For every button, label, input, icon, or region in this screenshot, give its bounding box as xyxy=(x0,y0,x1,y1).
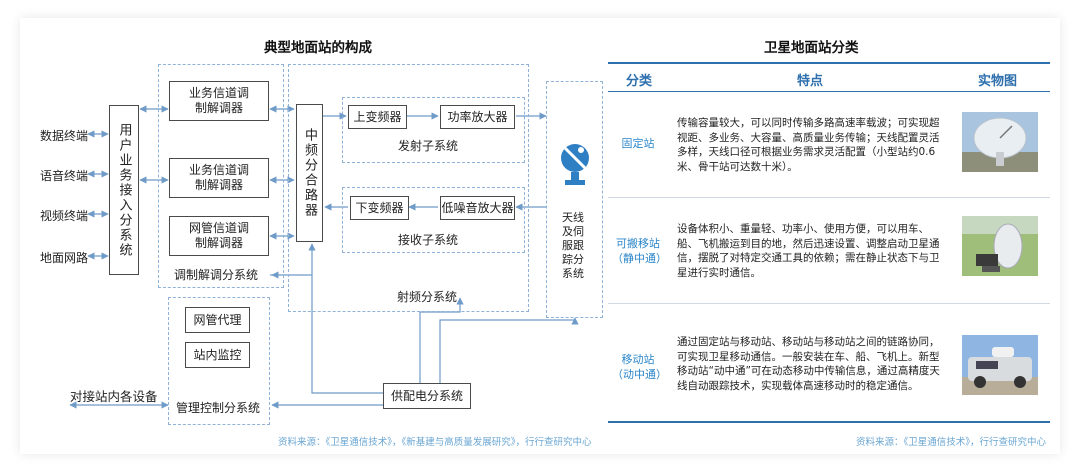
antenna-subsystem-frame xyxy=(546,81,603,318)
rf-subsystem-label: 射频分系统 xyxy=(397,290,458,304)
mgmt-subsystem-label: 管理控制分系统 xyxy=(176,401,261,415)
row-desc-mobile: 通过固定站与移动站、移动站与移动站之间的链路协同，可实现卫星移动通信。一般安装在… xyxy=(677,336,940,392)
fixed-station-photo xyxy=(962,112,1038,172)
row-type-mobile: 移动站（动中通） xyxy=(612,353,667,381)
right-source: 资料来源：《卫星通信技术》，行行查研究中心 xyxy=(856,437,1047,448)
satellite-dish-icon xyxy=(557,138,593,190)
terminal-video: 视频终端 xyxy=(40,209,89,223)
station-monitor: 站内监控 xyxy=(185,342,250,368)
right-title: 卫星地面站分类 xyxy=(764,40,859,56)
row-desc-fixed: 传输容量较大，可以同时传输多路高速率载波；可实现超视距、多业务、大容量、高质量业… xyxy=(677,117,940,173)
modem-subsystem-label: 调制解调分系统 xyxy=(174,268,259,282)
upconverter: 上变频器 xyxy=(348,105,407,129)
mobile-station-photo xyxy=(962,335,1038,395)
antenna-subsystem-label: 天线及伺服跟踪分系统 xyxy=(562,211,584,280)
terminal-data: 数据终端 xyxy=(40,129,89,143)
mgmt-subsystem-frame xyxy=(168,297,270,425)
rx-subsystem-frame xyxy=(342,187,525,253)
modem-service-2: 业务信道调制解调器 xyxy=(169,158,269,198)
nms-agent: 网管代理 xyxy=(185,307,250,333)
low-noise-amplifier: 低噪音放大器 xyxy=(440,196,515,220)
row-divider xyxy=(608,303,1050,304)
row-type-fixed: 固定站 xyxy=(621,137,655,150)
row-desc-portable: 设备体积小、重量轻、功率小、使用方便，可以用车、船、飞机搬运到目的地，然后迅速设… xyxy=(677,223,940,279)
left-source: 资料来源：《卫星通信技术》，《新基建与高质量发展研究》，行行查研究中心 xyxy=(278,437,592,448)
tx-subsystem-frame xyxy=(342,97,525,163)
header-features: 特点 xyxy=(797,74,824,89)
power-subsystem: 供配电分系统 xyxy=(383,383,471,409)
tx-subsystem-label: 发射子系统 xyxy=(398,139,459,153)
user-access-subsystem: 用户业务接入分系统 xyxy=(109,105,139,275)
left-title: 典型地面站的构成 xyxy=(264,40,372,56)
if-switch: 中频分合路器 xyxy=(296,104,323,242)
downconverter: 下变频器 xyxy=(350,196,409,220)
modem-subsystem-frame xyxy=(158,64,284,288)
external-devices-label: 对接站内各设备 xyxy=(70,389,158,404)
rf-subsystem-frame xyxy=(288,64,529,312)
power-amplifier: 功率放大器 xyxy=(440,105,515,129)
portable-station-photo xyxy=(962,216,1038,276)
terminal-voice: 语音终端 xyxy=(40,169,89,183)
table-bottom-rule xyxy=(608,421,1050,423)
table-top-rule xyxy=(608,62,1050,64)
header-category: 分类 xyxy=(626,74,653,89)
header-photo: 实物图 xyxy=(978,74,1018,89)
table-header-rule xyxy=(608,91,1050,92)
row-divider xyxy=(608,197,1050,198)
modem-nms: 网管信道调制解调器 xyxy=(169,216,269,256)
terminal-network: 地面网路 xyxy=(40,251,89,265)
modem-service-1: 业务信道调制解调器 xyxy=(169,81,269,121)
rx-subsystem-label: 接收子系统 xyxy=(398,233,459,247)
row-type-portable: 可搬移站（静中通） xyxy=(612,237,667,265)
